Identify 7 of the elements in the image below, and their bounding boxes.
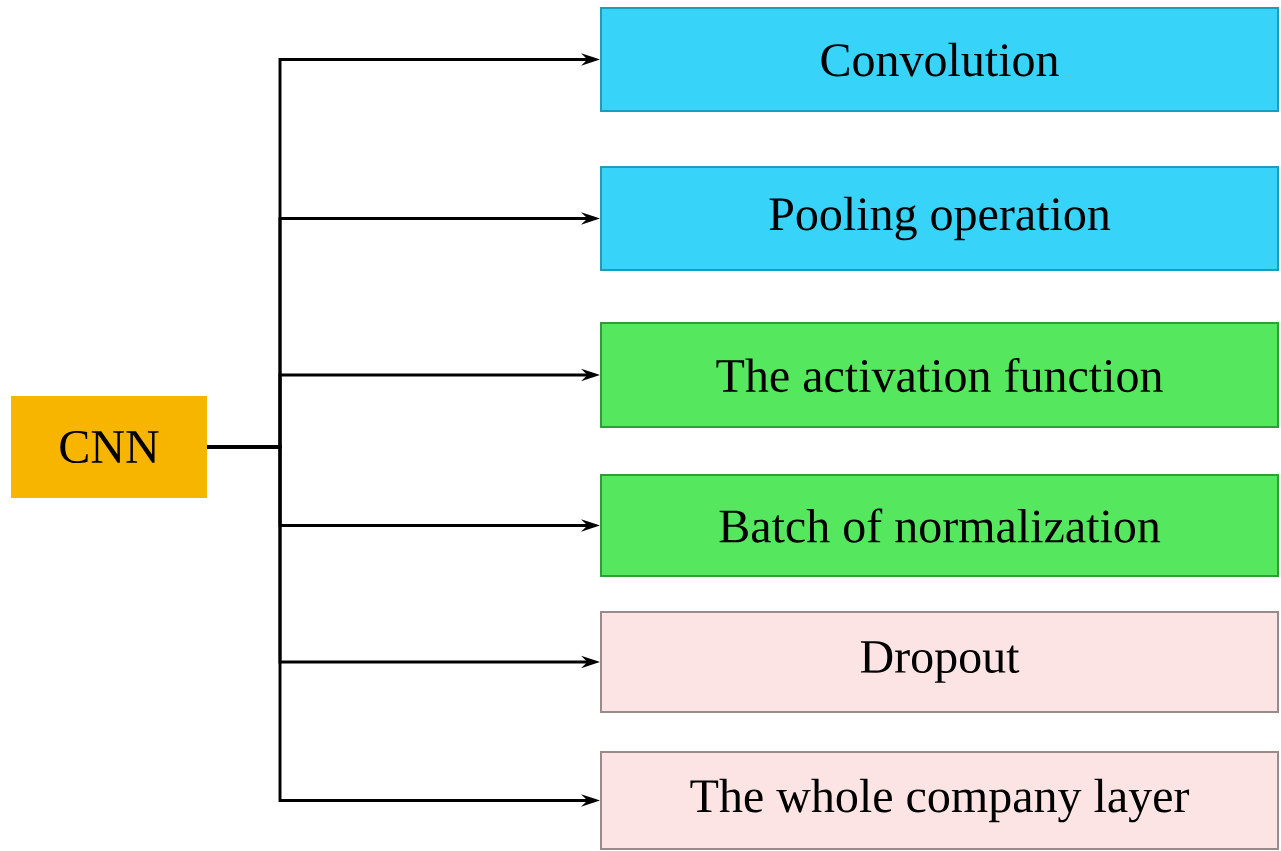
- process-box: Dropout: [600, 611, 1279, 713]
- process-box: Batch of normalization: [600, 474, 1279, 577]
- process-box: The whole company layer: [600, 751, 1279, 850]
- root-box: CNN: [11, 396, 207, 498]
- process-box: Convolution: [600, 7, 1279, 112]
- process-box: Pooling operation: [600, 166, 1279, 271]
- process-box: The activation function: [600, 322, 1279, 428]
